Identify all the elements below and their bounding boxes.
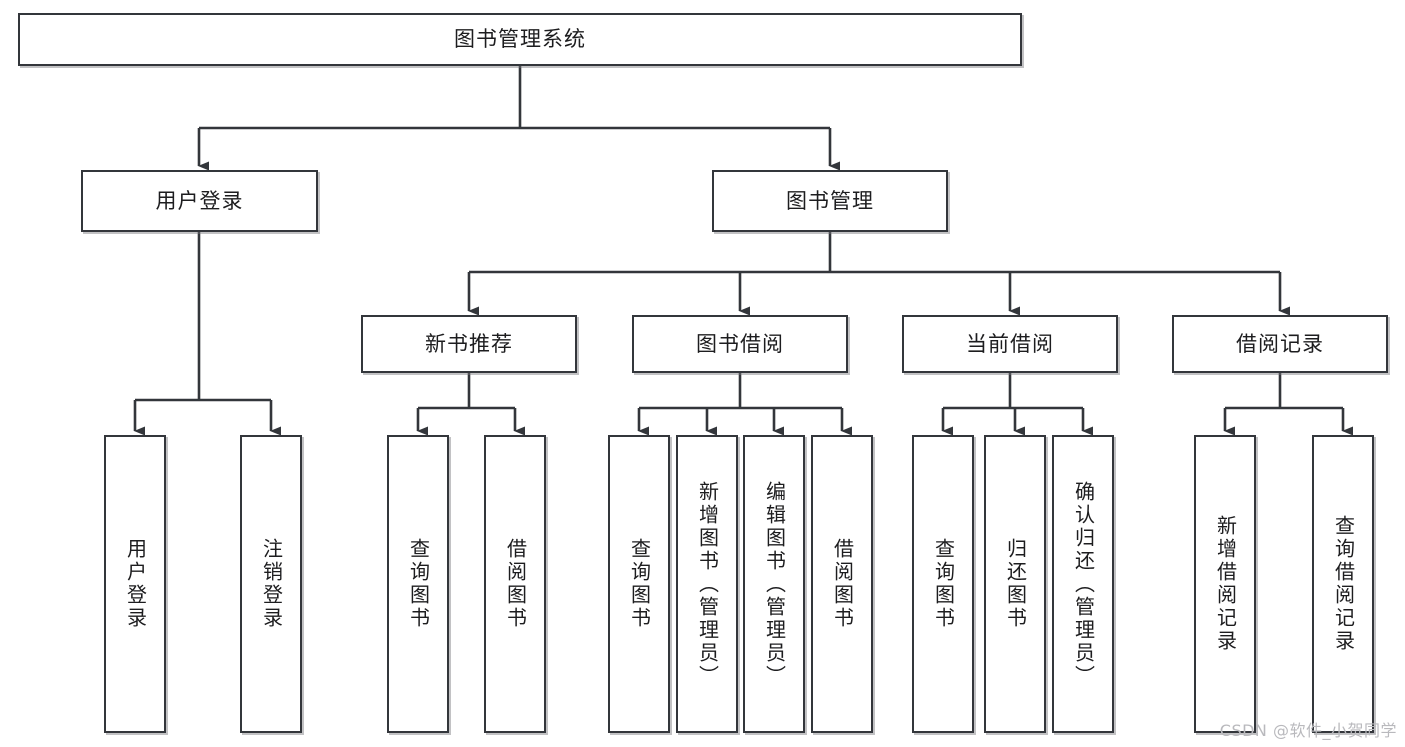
node-leaf-add-book-label: 新增图书（管理员） (695, 480, 720, 688)
node-leaf-user-login-label: 用户登录 (123, 538, 148, 630)
node-leaf-query-book-3[interactable]: 查询图书 (912, 435, 974, 733)
node-leaf-add-record[interactable]: 新增借阅记录 (1194, 435, 1256, 733)
node-leaf-borrow-book-1[interactable]: 借阅图书 (484, 435, 546, 733)
node-leaf-edit-book[interactable]: 编辑图书（管理员） (743, 435, 805, 733)
node-leaf-query-book-2-label: 查询图书 (627, 538, 652, 630)
node-book-manage-label: 图书管理 (786, 188, 874, 213)
node-leaf-edit-book-label: 编辑图书（管理员） (762, 480, 787, 688)
node-leaf-return-book-label: 归还图书 (1003, 538, 1028, 630)
node-leaf-borrow-book-2-label: 借阅图书 (830, 538, 855, 630)
node-leaf-user-login[interactable]: 用户登录 (104, 435, 166, 733)
node-leaf-add-book[interactable]: 新增图书（管理员） (676, 435, 738, 733)
node-user-login[interactable]: 用户登录 (81, 170, 318, 232)
node-user-login-label: 用户登录 (155, 188, 244, 213)
node-borrow-record-label: 借阅记录 (1236, 331, 1324, 356)
node-leaf-confirm-return-label: 确认归还（管理员） (1071, 480, 1096, 688)
node-leaf-query-book-1-label: 查询图书 (406, 538, 431, 630)
node-current-borrow-label: 当前借阅 (966, 331, 1054, 356)
node-leaf-query-book-2[interactable]: 查询图书 (608, 435, 670, 733)
node-new-book-rec[interactable]: 新书推荐 (361, 315, 577, 373)
node-root-label: 图书管理系统 (454, 27, 586, 52)
node-leaf-query-record-label: 查询借阅记录 (1331, 515, 1356, 653)
node-leaf-add-record-label: 新增借阅记录 (1213, 515, 1238, 653)
node-root[interactable]: 图书管理系统 (18, 13, 1022, 66)
node-borrow-record[interactable]: 借阅记录 (1172, 315, 1388, 373)
node-leaf-return-book[interactable]: 归还图书 (984, 435, 1046, 733)
node-leaf-query-record[interactable]: 查询借阅记录 (1312, 435, 1374, 733)
node-leaf-query-book-3-label: 查询图书 (931, 538, 956, 630)
node-leaf-borrow-book-1-label: 借阅图书 (503, 538, 528, 630)
node-leaf-borrow-book-2[interactable]: 借阅图书 (811, 435, 873, 733)
watermark: CSDN @软件_小贺同学 (1219, 721, 1397, 740)
node-leaf-query-book-1[interactable]: 查询图书 (387, 435, 449, 733)
node-book-borrow-label: 图书借阅 (696, 331, 784, 356)
node-leaf-logout[interactable]: 注销登录 (240, 435, 302, 733)
node-book-manage[interactable]: 图书管理 (712, 170, 948, 232)
node-new-book-rec-label: 新书推荐 (425, 331, 513, 356)
node-leaf-confirm-return[interactable]: 确认归还（管理员） (1052, 435, 1114, 733)
node-leaf-logout-label: 注销登录 (259, 538, 284, 630)
node-current-borrow[interactable]: 当前借阅 (902, 315, 1118, 373)
node-book-borrow[interactable]: 图书借阅 (632, 315, 848, 373)
